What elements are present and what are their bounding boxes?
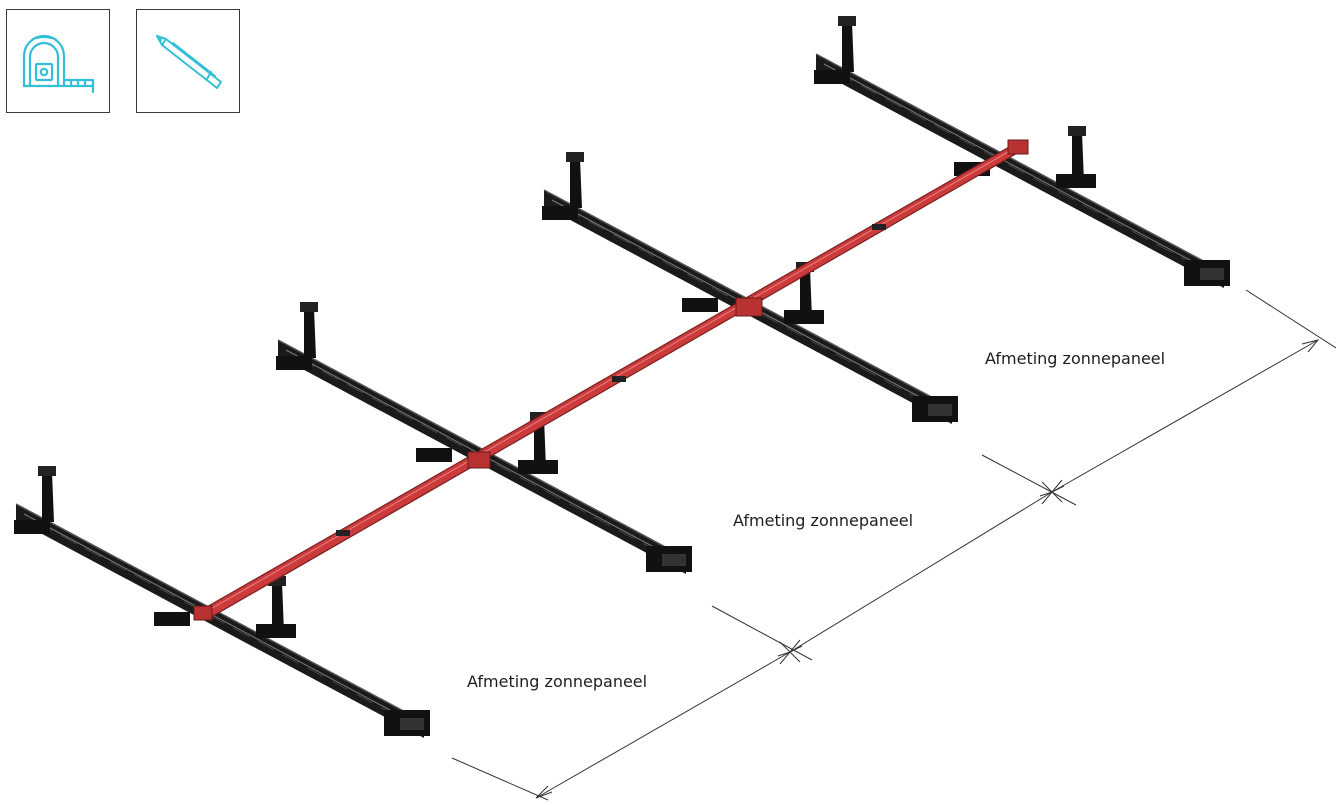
dimension-label-1: Afmeting zonnepaneel: [467, 672, 647, 691]
tape-measure-icon: [22, 34, 95, 94]
dimension-label-3: Afmeting zonnepaneel: [985, 349, 1165, 368]
dimension-lines: [451, 289, 1336, 801]
dimension-labels: Afmeting zonnepaneel Afmeting zonnepanee…: [467, 349, 1165, 691]
measure-tool-button[interactable]: [6, 9, 110, 113]
draw-tool-button[interactable]: [136, 9, 240, 113]
connector-rail: [193, 139, 1029, 621]
dimension-label-2: Afmeting zonnepaneel: [733, 511, 913, 530]
pencil-icon: [156, 35, 222, 89]
